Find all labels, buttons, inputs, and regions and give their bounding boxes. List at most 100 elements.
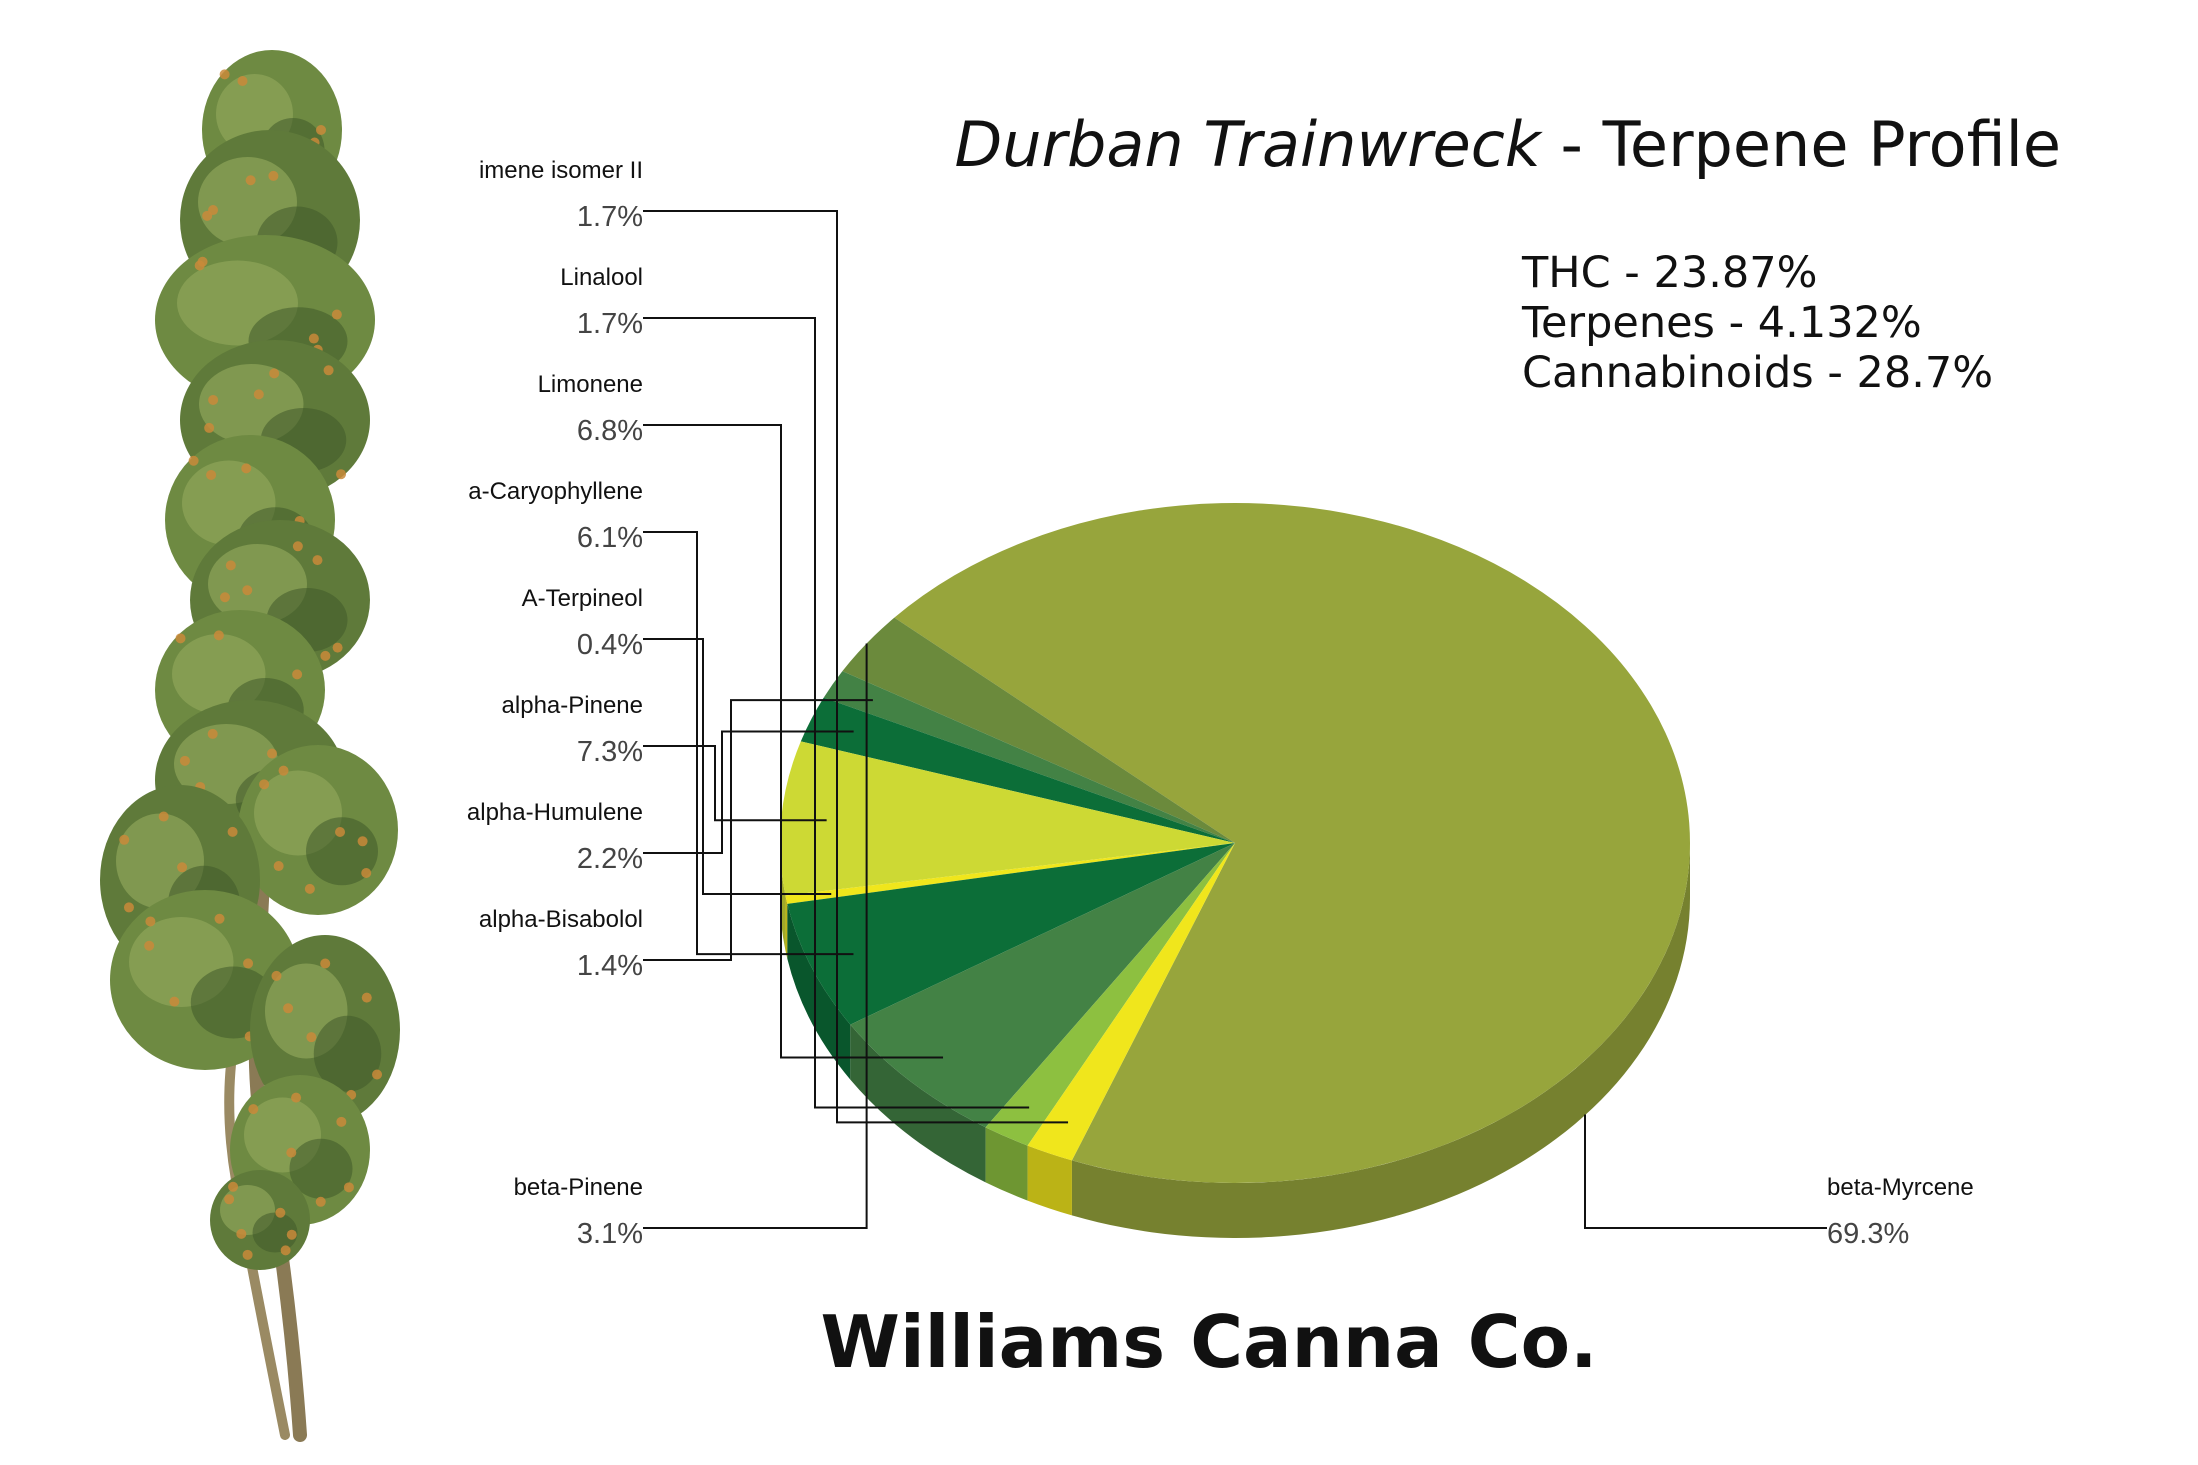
- plant-pistil: [331, 309, 342, 320]
- plant-pistil: [372, 1069, 383, 1080]
- leader-alpha-Pinene: [643, 745, 827, 822]
- plant-pistil: [268, 170, 279, 181]
- brand-name: Williams Canna Co.: [820, 1300, 1598, 1384]
- plant-bud-shadow: [252, 1212, 298, 1253]
- slice-value-Limonene: 6.8%: [577, 415, 643, 447]
- plant-pistil: [227, 826, 238, 837]
- plant-pistil: [292, 669, 303, 680]
- plant-pistil: [320, 650, 331, 661]
- plant-pistil: [273, 861, 284, 872]
- slice-label-alpha-Bisabolol: alpha-Bisabolol: [479, 906, 643, 933]
- slice-value-cis-Ocimene isomer II: 1.7%: [577, 201, 643, 233]
- cannabis-plant-image: [100, 50, 400, 1442]
- slice-value-alpha-Bisabolol: 1.4%: [577, 950, 643, 982]
- title-suffix: - Terpene Profile: [1540, 108, 2062, 181]
- pie-slice-Limonene: [850, 843, 1235, 1128]
- chart-title: Durban Trainwreck - Terpene Profile: [955, 108, 2061, 181]
- plant-pistil: [343, 1182, 354, 1193]
- plant-pistil: [123, 902, 134, 913]
- plant-pistil: [275, 1207, 286, 1218]
- pie-slice-beta-Caryophyllene: [787, 843, 1235, 1025]
- plant-pistil: [361, 992, 372, 1003]
- plant-pistil: [278, 765, 289, 776]
- slice-label-beta-Pinene: beta-Pinene: [514, 1174, 643, 1201]
- pie-top: [780, 503, 1691, 1183]
- slice-label-Linalool: Linalool: [560, 264, 643, 291]
- plant-pistil: [119, 834, 130, 845]
- plant-pistil: [236, 1228, 247, 1239]
- plant-pistil: [158, 811, 169, 822]
- plant-pistil: [169, 996, 180, 1007]
- slice-label-beta-Myrcene: beta-Myrcene: [1827, 1174, 1974, 1201]
- leader-A-Terpineol: [643, 638, 832, 896]
- plant-pistil: [242, 585, 253, 596]
- plant-pistil: [361, 868, 372, 879]
- slice-value-A-Terpineol: 0.4%: [577, 629, 643, 661]
- slice-label-cis-Ocimene isomer II: imene isomer II: [479, 157, 643, 184]
- slice-value-beta-Caryophyllene: 6.1%: [577, 522, 643, 554]
- leader-beta-Caryophyllene: [643, 531, 854, 956]
- plant-pistil: [304, 883, 315, 894]
- plant-bud-shadow: [313, 1015, 382, 1092]
- plant-pistil: [145, 916, 156, 927]
- leader-Linalool: [643, 317, 1030, 1109]
- slice-value-beta-Myrcene: 69.3%: [1827, 1218, 1909, 1250]
- pie-slice-Linalool: [985, 843, 1235, 1146]
- plant-pistil: [175, 633, 186, 644]
- plant-pistil: [323, 365, 334, 376]
- pie-slice-alpha-Bisabolol: [823, 671, 1235, 843]
- slice-label-Limonene: Limonene: [538, 371, 643, 398]
- plant-pistil: [208, 394, 219, 405]
- plant-pistil: [219, 69, 230, 80]
- plant-bud-shadow: [306, 817, 378, 886]
- leader-alpha-Bisabolol: [643, 699, 873, 961]
- plant-pistil: [202, 210, 213, 221]
- plant-pistil: [336, 469, 347, 480]
- plant-bud-shadow: [289, 1138, 353, 1199]
- pie-slice-beta-Myrcene: [894, 503, 1691, 1183]
- slice-value-alpha-Pinene: 7.3%: [577, 736, 643, 768]
- plant-pistil: [248, 1104, 259, 1115]
- plant-pistil: [292, 541, 303, 552]
- plant-pistil: [179, 755, 190, 766]
- plant-pistil: [237, 75, 248, 86]
- cannabinoids-stat: Cannabinoids - 28.7%: [1522, 348, 1994, 398]
- pie-side-beta-Caryophyllene: [787, 903, 851, 1080]
- slice-value-beta-Pinene: 3.1%: [577, 1218, 643, 1250]
- plant-pistil: [177, 862, 188, 873]
- plant-pistil: [228, 1181, 239, 1192]
- pie-slice-alpha-Humulene: [800, 697, 1235, 843]
- plant-pistil: [259, 779, 270, 790]
- plant-pistil: [144, 940, 155, 951]
- slice-label-alpha-Humulene: alpha-Humulene: [467, 799, 643, 826]
- plant-pistil: [286, 1147, 297, 1158]
- plant-pistil: [241, 463, 252, 474]
- plant-pistil: [269, 368, 280, 379]
- plant-pistil: [225, 560, 236, 571]
- leader-cis-Ocimene isomer II: [643, 210, 1069, 1124]
- plant-pistil: [357, 836, 368, 847]
- leader-lines: [643, 210, 1827, 1229]
- stats-block: THC - 23.87% Terpenes - 4.132% Cannabino…: [1522, 248, 1993, 398]
- leader-alpha-Humulene: [643, 730, 854, 854]
- leader-beta-Myrcene: [1584, 1114, 1827, 1229]
- plant-pistil: [332, 642, 343, 653]
- plant-pistil: [315, 1196, 326, 1207]
- plant-pistil: [214, 913, 225, 924]
- pie-slice-beta-Pinene: [842, 617, 1235, 843]
- plant-pistil: [320, 958, 331, 969]
- pie-slice-A-Terpineol: [785, 843, 1235, 904]
- plant-pistil: [245, 175, 256, 186]
- plant-pistil: [197, 256, 208, 267]
- terpenes-stat: Terpenes - 4.132%: [1522, 298, 1922, 348]
- plant-pistil: [253, 389, 264, 400]
- pie-side-Linalool: [985, 1127, 1028, 1201]
- strain-name: Durban Trainwreck: [954, 108, 1541, 181]
- plant-pistil: [336, 1116, 347, 1127]
- pie-side-beta-Myrcene: [1071, 843, 1691, 1239]
- slice-label-A-Terpineol: A-Terpineol: [522, 585, 643, 612]
- plant-pistil: [335, 827, 346, 838]
- plant-pistil: [204, 422, 215, 433]
- pie-slice-alpha-Pinene: [780, 741, 1235, 896]
